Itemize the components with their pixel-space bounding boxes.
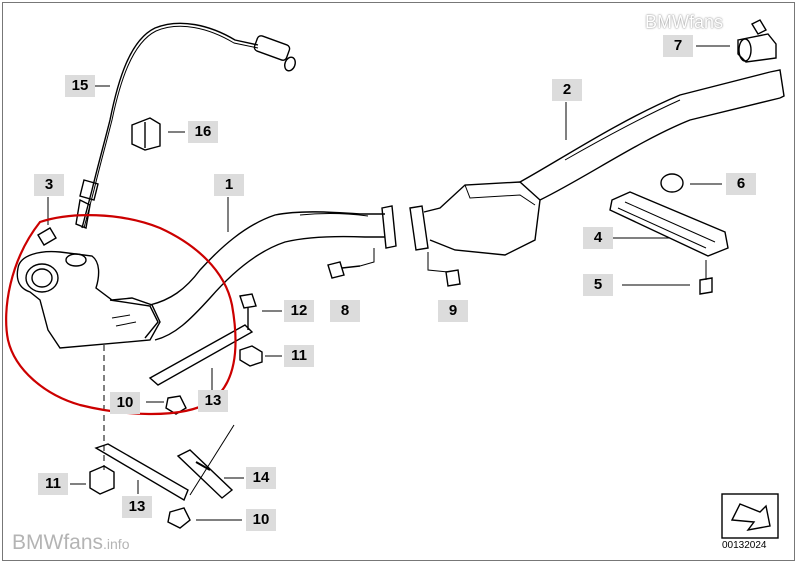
nut-11-upper xyxy=(239,345,263,367)
bracket-14 xyxy=(176,449,234,499)
callout-11-lower[interactable]: 11 xyxy=(38,473,68,495)
rear-pipe-flange xyxy=(409,205,429,251)
nut-9-leader xyxy=(427,252,449,273)
nut-3 xyxy=(37,227,57,246)
front-pipe-upper xyxy=(149,211,385,306)
callout-13-lower[interactable]: 13 xyxy=(122,496,152,518)
watermark-bottom: BMWfans.info xyxy=(12,531,129,555)
watermark-brand: BMWfans xyxy=(12,531,104,554)
rear-catalyst xyxy=(423,181,541,256)
catalyst-ribs xyxy=(111,314,137,327)
bracket-13-lower xyxy=(94,443,189,502)
callout-13-upper[interactable]: 13 xyxy=(198,390,228,412)
callout-12[interactable]: 12 xyxy=(284,300,314,322)
leader-line-14 xyxy=(189,424,235,496)
sensor-boss xyxy=(65,253,87,267)
nut-9 xyxy=(445,269,461,287)
callout-15[interactable]: 15 xyxy=(65,75,95,97)
bolt-5 xyxy=(699,277,713,295)
callout-6[interactable]: 6 xyxy=(726,173,756,195)
sensor-body xyxy=(79,179,99,201)
clip-16 xyxy=(131,117,161,151)
callout-11-upper[interactable]: 11 xyxy=(284,345,314,367)
clamp-7 xyxy=(737,33,777,63)
callout-4[interactable]: 4 xyxy=(583,227,613,249)
arrow-down-right-icon[interactable] xyxy=(721,493,779,539)
callout-2[interactable]: 2 xyxy=(552,79,582,101)
heat-shield-rib-2 xyxy=(617,207,707,249)
front-catalyst xyxy=(16,250,161,349)
front-pipe-flange xyxy=(381,205,397,249)
plug-6 xyxy=(660,173,684,193)
front-pipe-highlight xyxy=(299,213,369,217)
clamp-7-bolt xyxy=(751,19,767,35)
sensor-cable xyxy=(81,22,259,229)
bracket-14-spring xyxy=(195,461,211,471)
bolt-8-leader xyxy=(359,248,375,267)
sensor-cable-inner xyxy=(83,25,259,229)
document-number: 00132024 xyxy=(722,540,767,551)
bracket-13-upper xyxy=(148,324,254,386)
callout-10-upper[interactable]: 10 xyxy=(110,392,140,414)
callout-5[interactable]: 5 xyxy=(583,274,613,296)
heat-shield xyxy=(609,191,729,257)
bolt-8-head xyxy=(327,261,345,279)
front-flange-port xyxy=(25,263,59,293)
rear-pipe-highlight xyxy=(564,99,681,161)
rear-pipe-upper xyxy=(519,71,771,183)
callout-7[interactable]: 7 xyxy=(663,35,693,57)
watermark-top: BMWfans xyxy=(645,12,724,32)
callout-10-lower[interactable]: 10 xyxy=(246,509,276,531)
rear-pipe-lower xyxy=(539,97,781,201)
callout-1[interactable]: 1 xyxy=(214,174,244,196)
callout-3[interactable]: 3 xyxy=(34,174,64,196)
rear-catalyst-seam xyxy=(464,184,536,206)
sensor-plug-end xyxy=(284,56,296,72)
catalyst-outlet xyxy=(109,299,159,339)
front-pipe-lower xyxy=(154,235,385,341)
callout-16[interactable]: 16 xyxy=(188,121,218,143)
callout-8[interactable]: 8 xyxy=(330,300,360,322)
nut-10-lower xyxy=(167,507,191,529)
callout-9[interactable]: 9 xyxy=(438,300,468,322)
sensor-plug xyxy=(253,35,291,61)
red-highlight-circle xyxy=(5,214,237,416)
bolt-12-head xyxy=(239,293,257,309)
callout-14[interactable]: 14 xyxy=(246,467,276,489)
watermark-suffix: .info xyxy=(103,536,130,552)
rear-pipe-end xyxy=(769,69,785,99)
front-flange-port-inner xyxy=(31,268,53,288)
clamp-7-ring xyxy=(738,38,752,62)
heat-shield-rib xyxy=(624,201,716,243)
bolt-8-shank xyxy=(341,265,361,269)
nut-11-lower xyxy=(89,465,115,495)
